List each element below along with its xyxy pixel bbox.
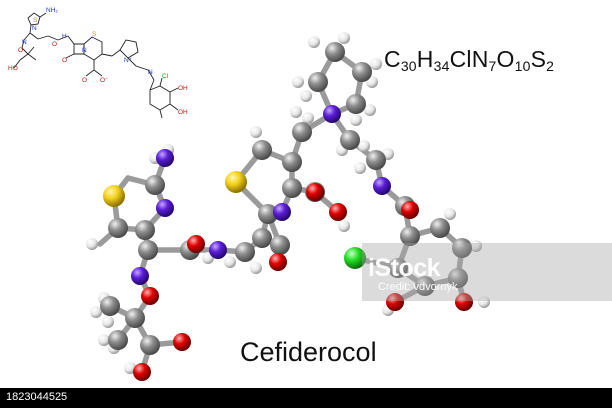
nitrogen-atom-cation bbox=[323, 105, 341, 123]
skeletal-label-nh2: NH₂ bbox=[46, 7, 58, 14]
oxygen-atom-amide2 bbox=[401, 201, 419, 219]
skeletal-thiazole bbox=[27, 12, 41, 26]
watermark-credit: Credit: vdvornyk bbox=[378, 281, 458, 293]
skeletal-label-amide-n: H bbox=[62, 33, 67, 40]
formula-element: H bbox=[416, 46, 434, 72]
nitrogen-atom-amine bbox=[156, 149, 174, 167]
formula-element: C bbox=[384, 46, 401, 72]
oxygen-atom-amide bbox=[187, 235, 205, 253]
skeletal-label-oh-a: OH bbox=[178, 85, 188, 92]
oxygen-atom-catechol-a bbox=[386, 293, 404, 311]
skeletal-label-amide2-n: N bbox=[148, 69, 153, 76]
compound-name: Cefiderocol bbox=[240, 337, 377, 367]
footer-bar bbox=[0, 388, 612, 408]
skeletal-label-carboxy-oh: O⁻ bbox=[100, 77, 109, 84]
skeletal-label-acid-o: HO bbox=[8, 65, 18, 72]
skeletal-label-lactam-o: O bbox=[62, 57, 67, 64]
nitrogen-atom-lactam bbox=[273, 203, 291, 221]
oxygen-atom-acid-a bbox=[173, 333, 191, 351]
skeletal-label-n: N bbox=[32, 25, 37, 32]
formula-subscript: 7 bbox=[488, 58, 497, 74]
nitrogen-atom-oxime bbox=[131, 267, 149, 285]
skeletal-label-amide-o: O bbox=[52, 41, 57, 48]
oxygen-atom-oxime bbox=[141, 287, 159, 305]
skeletal-label-cl: Cl bbox=[162, 73, 169, 80]
chlorine-atom bbox=[344, 247, 366, 269]
watermark-banner bbox=[362, 243, 612, 301]
oxygen-atom-acid-b bbox=[133, 363, 151, 381]
formula-subscript: 2 bbox=[546, 58, 555, 74]
formula-subscript: 30 bbox=[400, 58, 417, 74]
skeletal-label-oxime-o: O bbox=[18, 47, 23, 54]
formula-element: S bbox=[530, 46, 547, 72]
skeletal-label-ring-s: S bbox=[92, 31, 97, 38]
skeletal-label-carboxy-o: O bbox=[82, 77, 87, 84]
skeletal-label-oxime-n: N bbox=[22, 39, 27, 46]
nitrogen-atom-thiazole bbox=[156, 199, 174, 217]
oxygen-atom-carboxy-b bbox=[329, 203, 347, 221]
formula-element: O bbox=[496, 46, 515, 72]
formula-element: ClN bbox=[449, 46, 489, 72]
skeletal-label-oh-b: OH bbox=[178, 109, 188, 116]
skeletal-label-cation: N⁺ bbox=[124, 57, 133, 64]
oxygen-atom-carboxy-a bbox=[306, 183, 324, 201]
formula-subscript: 10 bbox=[514, 58, 531, 74]
formula-subscript: 34 bbox=[433, 58, 450, 74]
sulfur-atom-thiazole bbox=[103, 185, 125, 207]
sulfur-atom-cephem bbox=[225, 171, 247, 193]
oxygen-atom-catechol-b bbox=[455, 293, 473, 311]
skeletal-label-s: S bbox=[33, 17, 38, 24]
nitrogen-atom-amide bbox=[209, 241, 227, 259]
nitrogen-atom-amide2 bbox=[373, 177, 391, 195]
molecular-formula: C30H34ClN7O10S2 bbox=[384, 46, 554, 74]
skeletal-pyrrolidine bbox=[119, 39, 139, 59]
skeletal-label-ring-n: N bbox=[82, 47, 87, 54]
watermark-logo: iStock bbox=[368, 254, 441, 282]
stock-image-id: 1823044525 bbox=[6, 391, 68, 403]
oxygen-atom-lactam bbox=[269, 253, 287, 271]
